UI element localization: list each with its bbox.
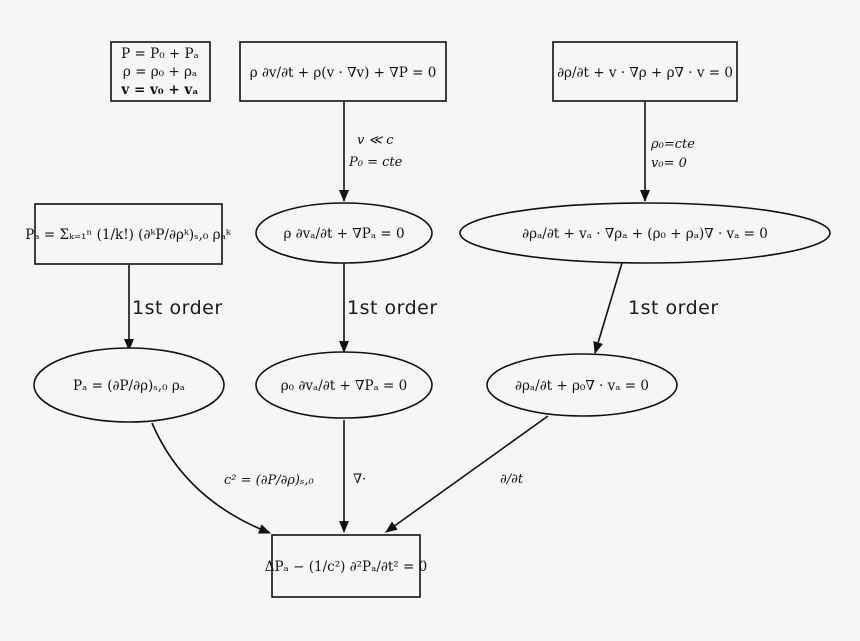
decomposition-line-2: ρ = ρ₀ + ρₐ <box>123 64 197 80</box>
edge-pressure-to-wave <box>151 422 271 534</box>
decomposition-box <box>110 41 211 102</box>
linear-momentum-node <box>255 202 433 264</box>
edge-continuity-to-wave <box>385 415 549 533</box>
first-order-momentum-node <box>255 351 433 419</box>
decomposition-line-3: v = v₀ + vₐ <box>120 82 198 98</box>
first-order-label-right: 1st order <box>628 297 719 319</box>
edge-linear-continuity-to-first-order <box>593 262 623 354</box>
first-order-continuity-node <box>486 353 678 417</box>
taylor-box <box>34 203 223 265</box>
momentum-box <box>239 41 447 102</box>
continuity-box <box>552 41 738 102</box>
linear-continuity-node <box>459 202 831 264</box>
first-order-pressure-node <box>33 347 225 423</box>
first-order-label-left: 1st order <box>132 297 223 319</box>
taylor-expansion: Pₐ = Σₖ₌₁ⁿ (1/k!) (∂ᵏP/∂ρᵏ)ₛ,₀ ρₐᵏ <box>25 227 231 243</box>
continuity-condition-zero-velocity: v₀= 0 <box>651 156 687 171</box>
first-order-label-middle: 1st order <box>347 297 438 319</box>
first-order-continuity-equation: ∂ρₐ/∂t + ρ₀∇ · vₐ = 0 <box>515 378 649 394</box>
momentum-equation: ρ ∂v/∂t + ρ(v · ∇v) + ∇P = 0 <box>250 65 437 81</box>
linear-continuity-equation: ∂ρₐ/∂t + vₐ · ∇ρₐ + (ρ₀ + ρₐ)∇ · vₐ = 0 <box>522 226 768 242</box>
first-order-pressure-equation: Pₐ = (∂P/∂ρ)ₛ,₀ ρₐ <box>73 378 185 394</box>
decomposition-line-1: P = P₀ + Pₐ <box>121 46 199 62</box>
first-order-momentum-equation: ρ₀ ∂vₐ/∂t + ∇Pₐ = 0 <box>281 378 408 394</box>
continuity-equation: ∂ρ/∂t + v · ∇ρ + ρ∇ · v = 0 <box>557 65 733 81</box>
wave-equation-box <box>271 534 421 598</box>
sound-speed-label: c² = (∂P/∂ρ)ₛ,₀ <box>224 473 315 488</box>
continuity-condition-constant-density: ρ₀=cte <box>650 137 695 152</box>
time-derivative-label: ∂/∂t <box>500 472 524 487</box>
momentum-condition-low-speed: v ≪ c <box>357 133 394 148</box>
wave-equation: ΔPₐ − (1/c²) ∂²Pₐ/∂t² = 0 <box>265 559 427 575</box>
momentum-condition-constant-pressure: P₀ = cte <box>348 155 403 170</box>
divergence-label: ∇· <box>353 472 366 487</box>
linear-momentum-equation: ρ ∂vₐ/∂t + ∇Pₐ = 0 <box>283 226 404 242</box>
